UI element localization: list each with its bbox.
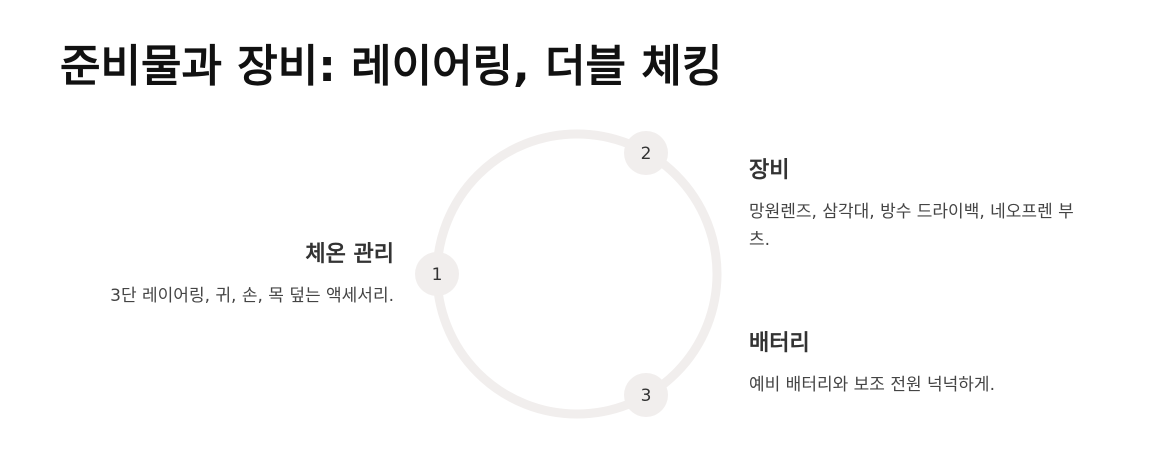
step-1-text: 체온 관리 3단 레이어링, 귀, 손, 목 덮는 액세서리. bbox=[110, 236, 394, 310]
step-1-title: 체온 관리 bbox=[305, 242, 394, 267]
step-node-1-number: 1 bbox=[432, 265, 443, 285]
cycle-ring bbox=[432, 129, 722, 419]
step-node-2: 2 bbox=[624, 131, 668, 175]
step-1-description: 3단 레이어링, 귀, 손, 목 덮는 액세서리. bbox=[110, 286, 394, 306]
step-3-text: 배터리 예비 배터리와 보조 전원 넉넉하게. bbox=[749, 325, 1109, 399]
step-2-text: 장비 망원렌즈, 삼각대, 방수 드라이백, 네오프렌 부츠. bbox=[749, 152, 1094, 254]
page-title: 준비물과 장비: 레이어링, 더블 체킹 bbox=[60, 41, 723, 92]
step-node-1: 1 bbox=[415, 252, 459, 296]
step-2-title: 장비 bbox=[749, 158, 790, 183]
step-3-title: 배터리 bbox=[749, 331, 810, 356]
step-node-3-circle bbox=[624, 373, 668, 417]
step-3-description: 예비 배터리와 보조 전원 넉넉하게. bbox=[749, 375, 995, 395]
step-2-description: 망원렌즈, 삼각대, 방수 드라이백, 네오프렌 부츠. bbox=[749, 202, 1074, 250]
step-node-3: 3 bbox=[624, 373, 668, 417]
step-node-3-number: 3 bbox=[641, 386, 652, 406]
step-node-1-circle bbox=[415, 252, 459, 296]
step-node-2-circle bbox=[624, 131, 668, 175]
step-node-2-number: 2 bbox=[641, 144, 652, 164]
